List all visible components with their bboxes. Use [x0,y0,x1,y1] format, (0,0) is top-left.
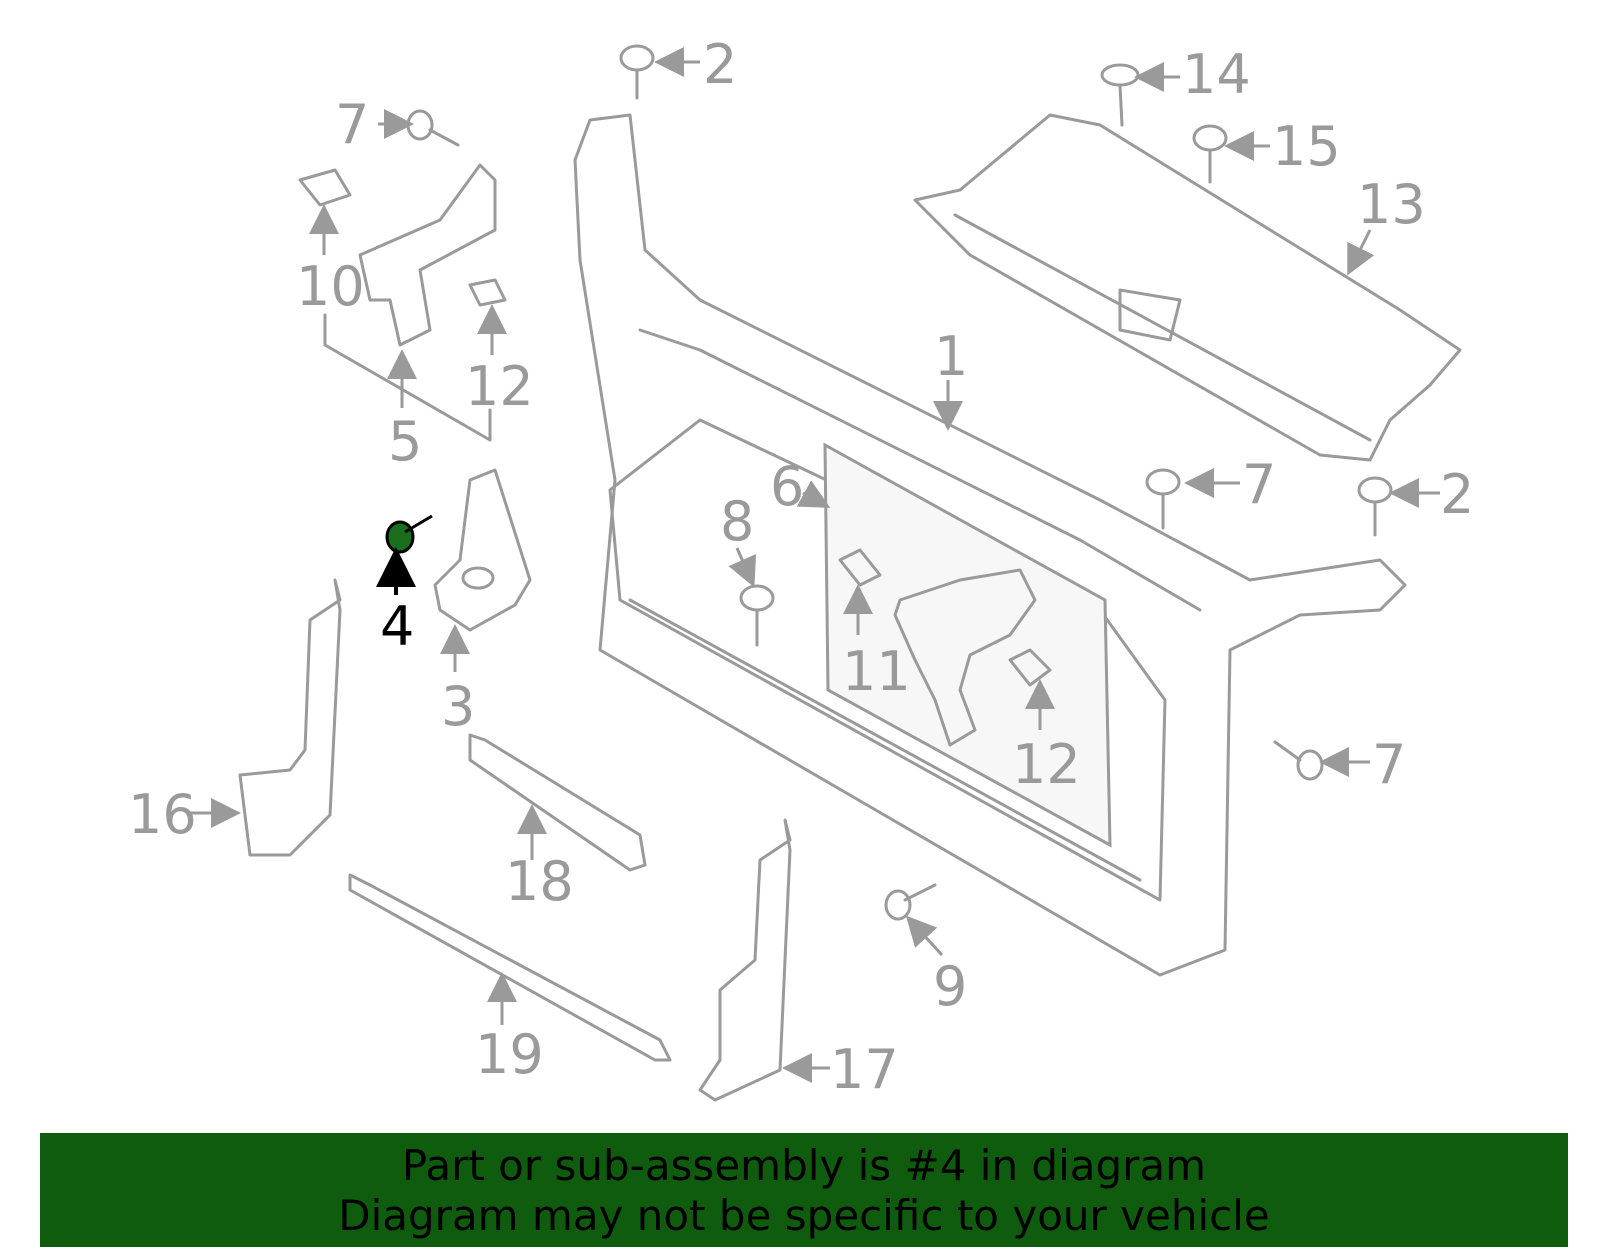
label-14: 14 [1182,43,1251,106]
support-bracket [433,468,532,632]
label-7-top: 7 [335,93,369,156]
seal-strip-upper [468,733,647,872]
label-2-top: 2 [703,33,737,96]
top-cover [913,113,1462,462]
fastener-7-right [1145,468,1181,530]
bracket-assembly [298,163,507,442]
label-17: 17 [830,1038,899,1101]
leader-lines [188,47,1440,1083]
bolt-part-4[interactable] [385,514,433,554]
clip-14 [1100,63,1140,127]
label-5: 5 [388,410,422,473]
fastener-7-lower [1273,740,1324,781]
parts-diagram: 2 7 10 12 5 4 3 14 15 13 1 6 7 2 8 11 12… [128,33,1474,1102]
label-7-right: 7 [1242,453,1276,516]
label-19: 19 [475,1023,544,1086]
label-11: 11 [842,640,911,703]
label-6: 6 [770,455,804,518]
callout-labels: 2 7 10 12 5 4 3 14 15 13 1 6 7 2 8 11 12… [128,33,1474,1101]
label-7-lower: 7 [1372,733,1406,796]
fastener-9 [884,883,937,921]
label-2-right: 2 [1440,463,1474,526]
info-banner: Part or sub-assembly is #4 in diagram Di… [40,1133,1568,1247]
fastener-15 [1192,124,1228,184]
side-deflector-right [698,818,792,1102]
label-18: 18 [505,850,574,913]
side-deflector-left [238,578,342,857]
banner-line-2: Diagram may not be specific to your vehi… [338,1191,1270,1240]
seal-strip-lower [348,873,672,1062]
label-12-left: 12 [465,355,534,418]
radiator-support-frame [573,113,1407,977]
label-3: 3 [441,675,475,738]
fastener-2-right [1357,476,1393,537]
inner-bracket [838,548,1052,747]
label-12-inner: 12 [1012,733,1081,796]
label-1: 1 [934,325,968,388]
fastener-8 [739,584,775,647]
fastener-2-top [619,44,655,100]
label-10: 10 [296,255,365,318]
label-13: 13 [1357,173,1426,236]
label-16: 16 [128,783,197,846]
banner-line-1: Part or sub-assembly is #4 in diagram [401,1141,1207,1190]
label-8: 8 [720,490,754,553]
fastener-7-top [406,109,460,147]
label-15: 15 [1272,115,1341,178]
label-9: 9 [933,955,967,1018]
label-4[interactable]: 4 [380,595,414,658]
